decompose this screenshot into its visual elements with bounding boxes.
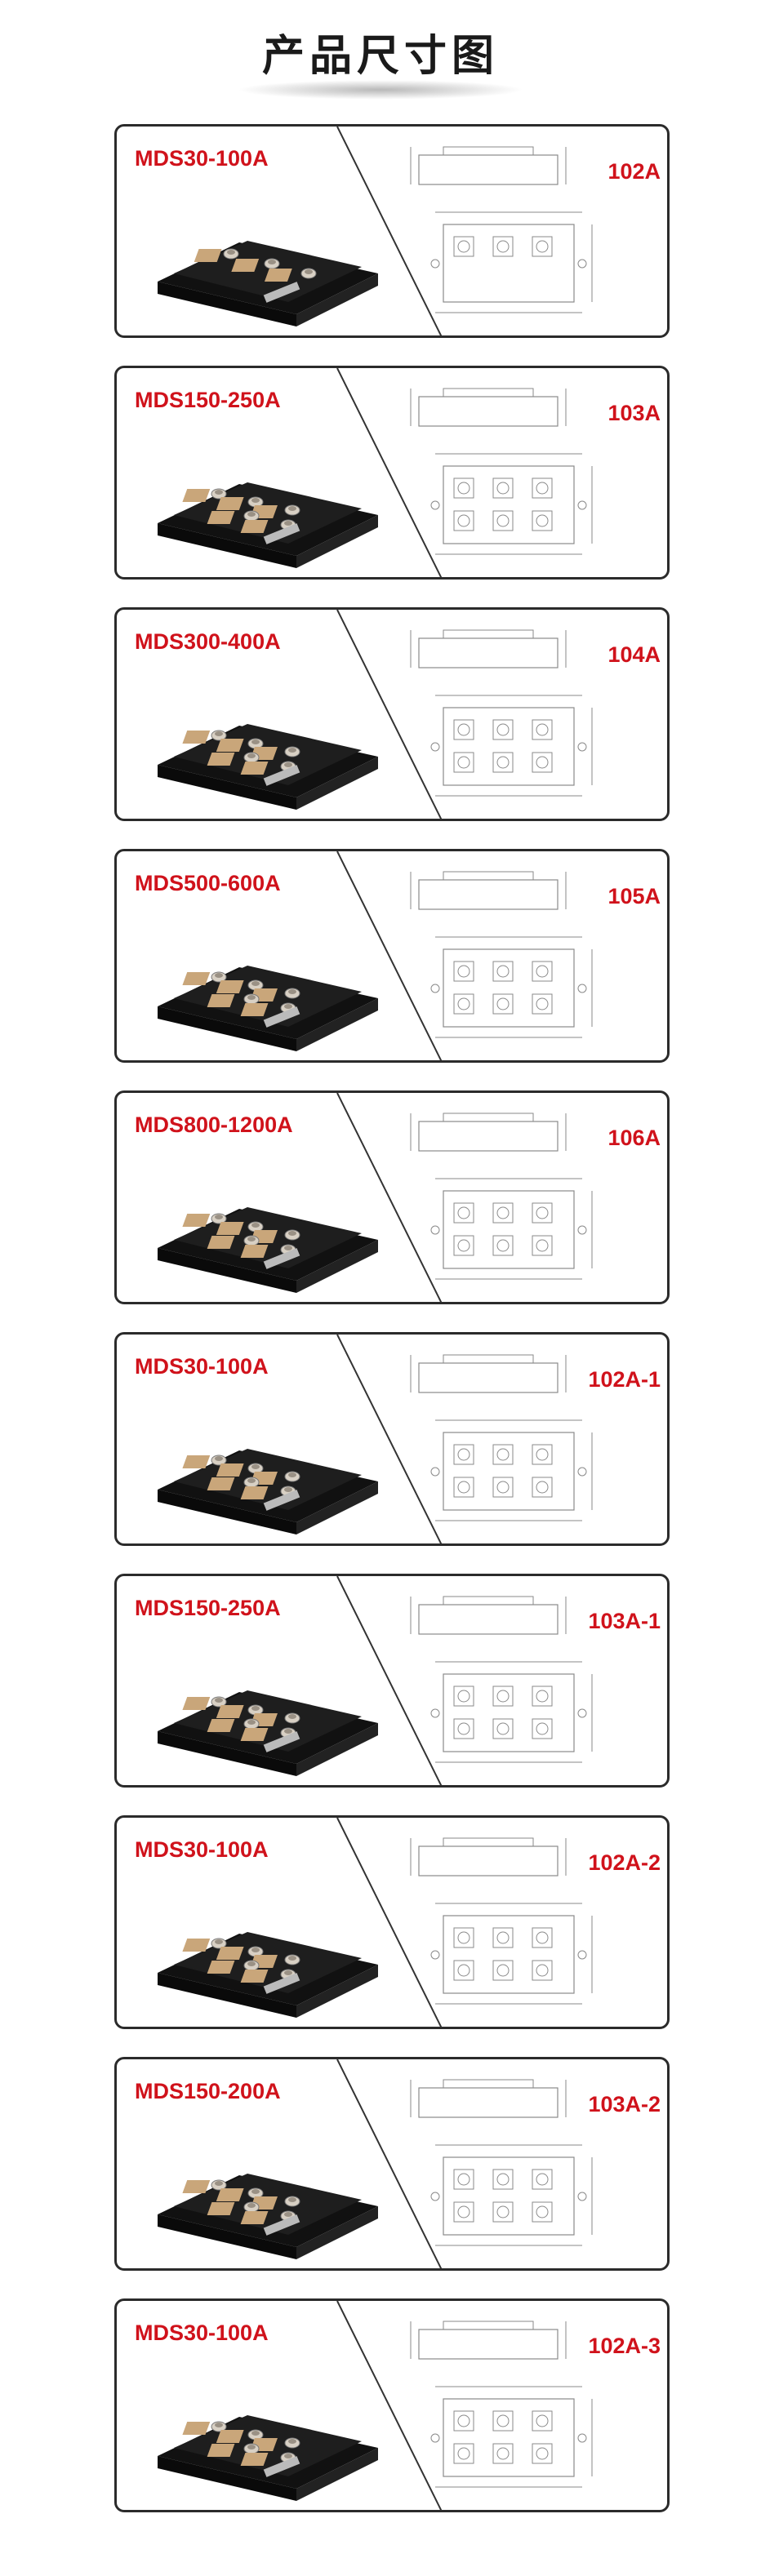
module-photo-icon bbox=[158, 966, 378, 1051]
product-card: MDS150-250A 103A bbox=[114, 366, 670, 580]
product-card: MDS30-100A 102A-2 bbox=[114, 1815, 670, 2029]
product-card: MDS150-250A 103A-1 bbox=[114, 1574, 670, 1788]
module-photo-icon bbox=[158, 1449, 378, 1534]
dimension-drawing-icon bbox=[410, 388, 593, 555]
diagonal-divider bbox=[336, 1093, 443, 1302]
dimension-drawing-icon bbox=[410, 871, 593, 1038]
dimension-drawing-icon bbox=[410, 1354, 593, 1521]
dimension-drawing-icon bbox=[410, 2079, 593, 2246]
package-code-label: 105A bbox=[607, 884, 661, 908]
product-model-label: MDS30-100A bbox=[135, 1354, 269, 1379]
product-card: MDS30-100A 102A-3 bbox=[114, 2298, 670, 2512]
diagonal-divider bbox=[336, 2059, 443, 2268]
package-code-label: 103A-1 bbox=[588, 1609, 661, 1633]
module-photo-icon bbox=[158, 482, 378, 568]
package-code-label: 102A-2 bbox=[588, 1850, 661, 1875]
module-photo-icon bbox=[158, 1207, 378, 1293]
diagonal-divider bbox=[336, 1576, 443, 1785]
product-model-label: MDS150-250A bbox=[135, 1596, 281, 1620]
package-code-label: 106A bbox=[607, 1126, 661, 1150]
diagonal-divider bbox=[336, 851, 443, 1060]
product-card: MDS30-100A 102A bbox=[114, 124, 670, 338]
page-title: 产品尺寸图 bbox=[261, 32, 499, 81]
diagonal-divider bbox=[336, 610, 443, 819]
product-card: MDS150-200A 103A-2 bbox=[114, 2057, 670, 2271]
product-model-label: MDS150-250A bbox=[135, 388, 281, 412]
dimension-drawing-icon bbox=[410, 1596, 593, 1763]
product-card: MDS500-600A 105A bbox=[114, 849, 670, 1063]
diagonal-divider bbox=[336, 127, 443, 335]
product-model-label: MDS30-100A bbox=[135, 1837, 269, 1862]
diagonal-divider bbox=[336, 1818, 443, 2027]
dimension-drawing-icon bbox=[410, 2321, 593, 2488]
diagonal-divider bbox=[336, 1335, 443, 1543]
product-card: MDS800-1200A 106A bbox=[114, 1090, 670, 1304]
product-card: MDS30-100A 102A-1 bbox=[114, 1332, 670, 1546]
product-model-label: MDS300-400A bbox=[135, 629, 281, 654]
module-photo-icon bbox=[158, 2174, 378, 2259]
dimension-drawing-icon bbox=[410, 1113, 593, 1280]
dimension-drawing-icon bbox=[410, 629, 593, 797]
product-model-label: MDS800-1200A bbox=[135, 1113, 293, 1137]
package-code-label: 102A-3 bbox=[588, 2334, 661, 2358]
title-shadow bbox=[237, 80, 524, 100]
package-code-label: 103A bbox=[607, 401, 661, 425]
module-photo-icon bbox=[158, 241, 378, 326]
diagonal-divider bbox=[336, 368, 443, 577]
product-model-label: MDS30-100A bbox=[135, 2321, 269, 2345]
package-code-label: 103A-2 bbox=[588, 2092, 661, 2116]
product-model-label: MDS30-100A bbox=[135, 146, 269, 171]
product-card: MDS300-400A 104A bbox=[114, 607, 670, 821]
dimension-drawing-icon bbox=[410, 1837, 593, 2005]
product-model-label: MDS150-200A bbox=[135, 2079, 281, 2103]
package-code-label: 102A-1 bbox=[588, 1367, 661, 1392]
package-code-label: 104A bbox=[607, 642, 661, 667]
diagonal-divider bbox=[336, 2301, 443, 2510]
module-photo-icon bbox=[158, 1932, 378, 2018]
module-photo-icon bbox=[158, 724, 378, 810]
module-photo-icon bbox=[158, 2415, 378, 2501]
product-model-label: MDS500-600A bbox=[135, 871, 281, 895]
module-photo-icon bbox=[158, 1690, 378, 1776]
dimension-drawing-icon bbox=[410, 146, 593, 313]
package-code-label: 102A bbox=[607, 159, 661, 184]
